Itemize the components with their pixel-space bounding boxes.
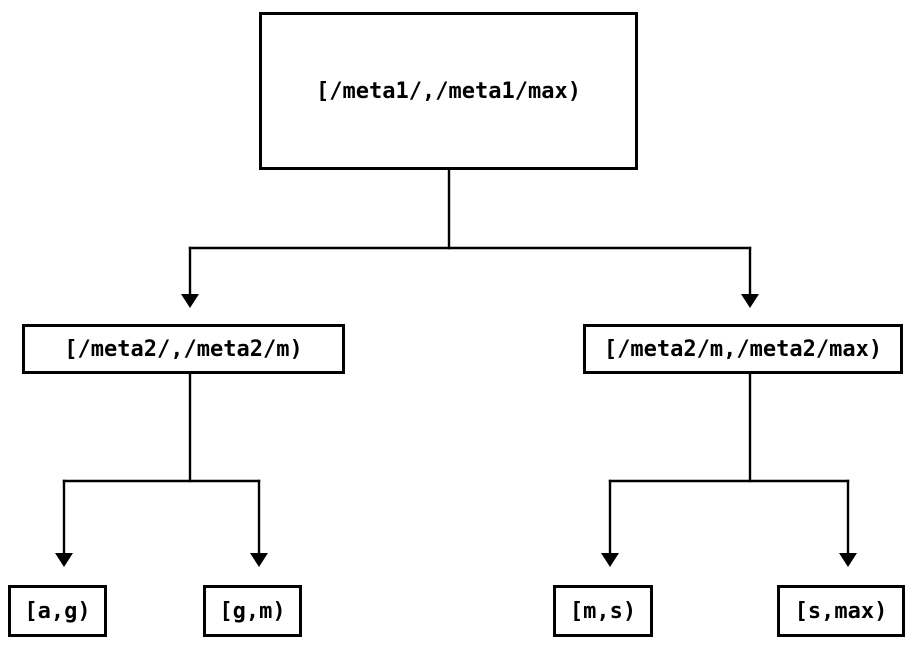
arrowhead-down-icon [55,553,73,567]
node-root: [/meta1/,/meta1/max) [259,12,638,170]
node-leaf-smax-label: [s,max) [794,598,888,624]
arrowhead-down-icon [741,294,759,308]
node-level2-left-label: [/meta2/,/meta2/m) [64,336,303,362]
node-level2-left: [/meta2/,/meta2/m) [22,324,345,374]
node-level2-right: [/meta2/m,/meta2/max) [583,324,903,374]
node-leaf-gm-label: [g,m) [219,598,286,624]
node-leaf-smax: [s,max) [777,585,905,637]
arrowhead-down-icon [181,294,199,308]
node-leaf-ag: [a,g) [8,585,107,637]
node-leaf-ms: [m,s) [553,585,653,637]
node-leaf-ms-label: [m,s) [569,598,637,624]
node-level2-right-label: [/meta2/m,/meta2/max) [603,336,883,362]
node-root-label: [/meta1/,/meta1/max) [316,78,581,104]
arrowhead-down-icon [839,553,857,567]
node-leaf-gm: [g,m) [203,585,302,637]
arrowhead-down-icon [250,553,268,567]
arrowhead-down-icon [601,553,619,567]
node-leaf-ag-label: [a,g) [24,598,91,624]
